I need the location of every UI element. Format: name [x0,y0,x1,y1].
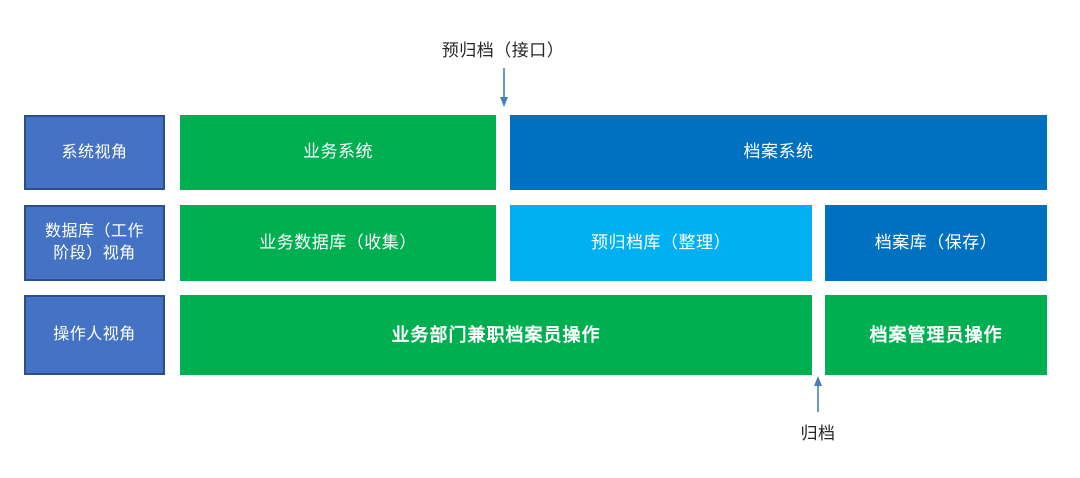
cell-business-dept-part-time-archivist-operation[interactable]: 业务部门兼职档案员操作 [180,295,812,375]
annotation-label-archive: 归档 [800,424,836,443]
cell-pre-archive-database-organize[interactable]: 预归档库（整理） [510,205,812,281]
row-label-database-stage-view[interactable]: 数据库（工作 阶段）视角 [24,205,165,281]
arrow-down-pre-archive-icon [497,68,511,108]
cell-business-system[interactable]: 业务系统 [180,115,496,190]
cell-archive-system[interactable]: 档案系统 [510,115,1047,190]
row-label-system-view[interactable]: 系统视角 [24,115,165,190]
arrow-up-archive-icon [811,376,825,412]
row-label-operator-view[interactable]: 操作人视角 [24,295,165,375]
cell-business-database-collect[interactable]: 业务数据库（收集） [180,205,496,281]
cell-archive-manager-operation[interactable]: 档案管理员操作 [825,295,1047,375]
cell-archive-database-preserve[interactable]: 档案库（保存） [825,205,1047,281]
annotation-label-pre-archive: 预归档（接口） [441,41,565,60]
